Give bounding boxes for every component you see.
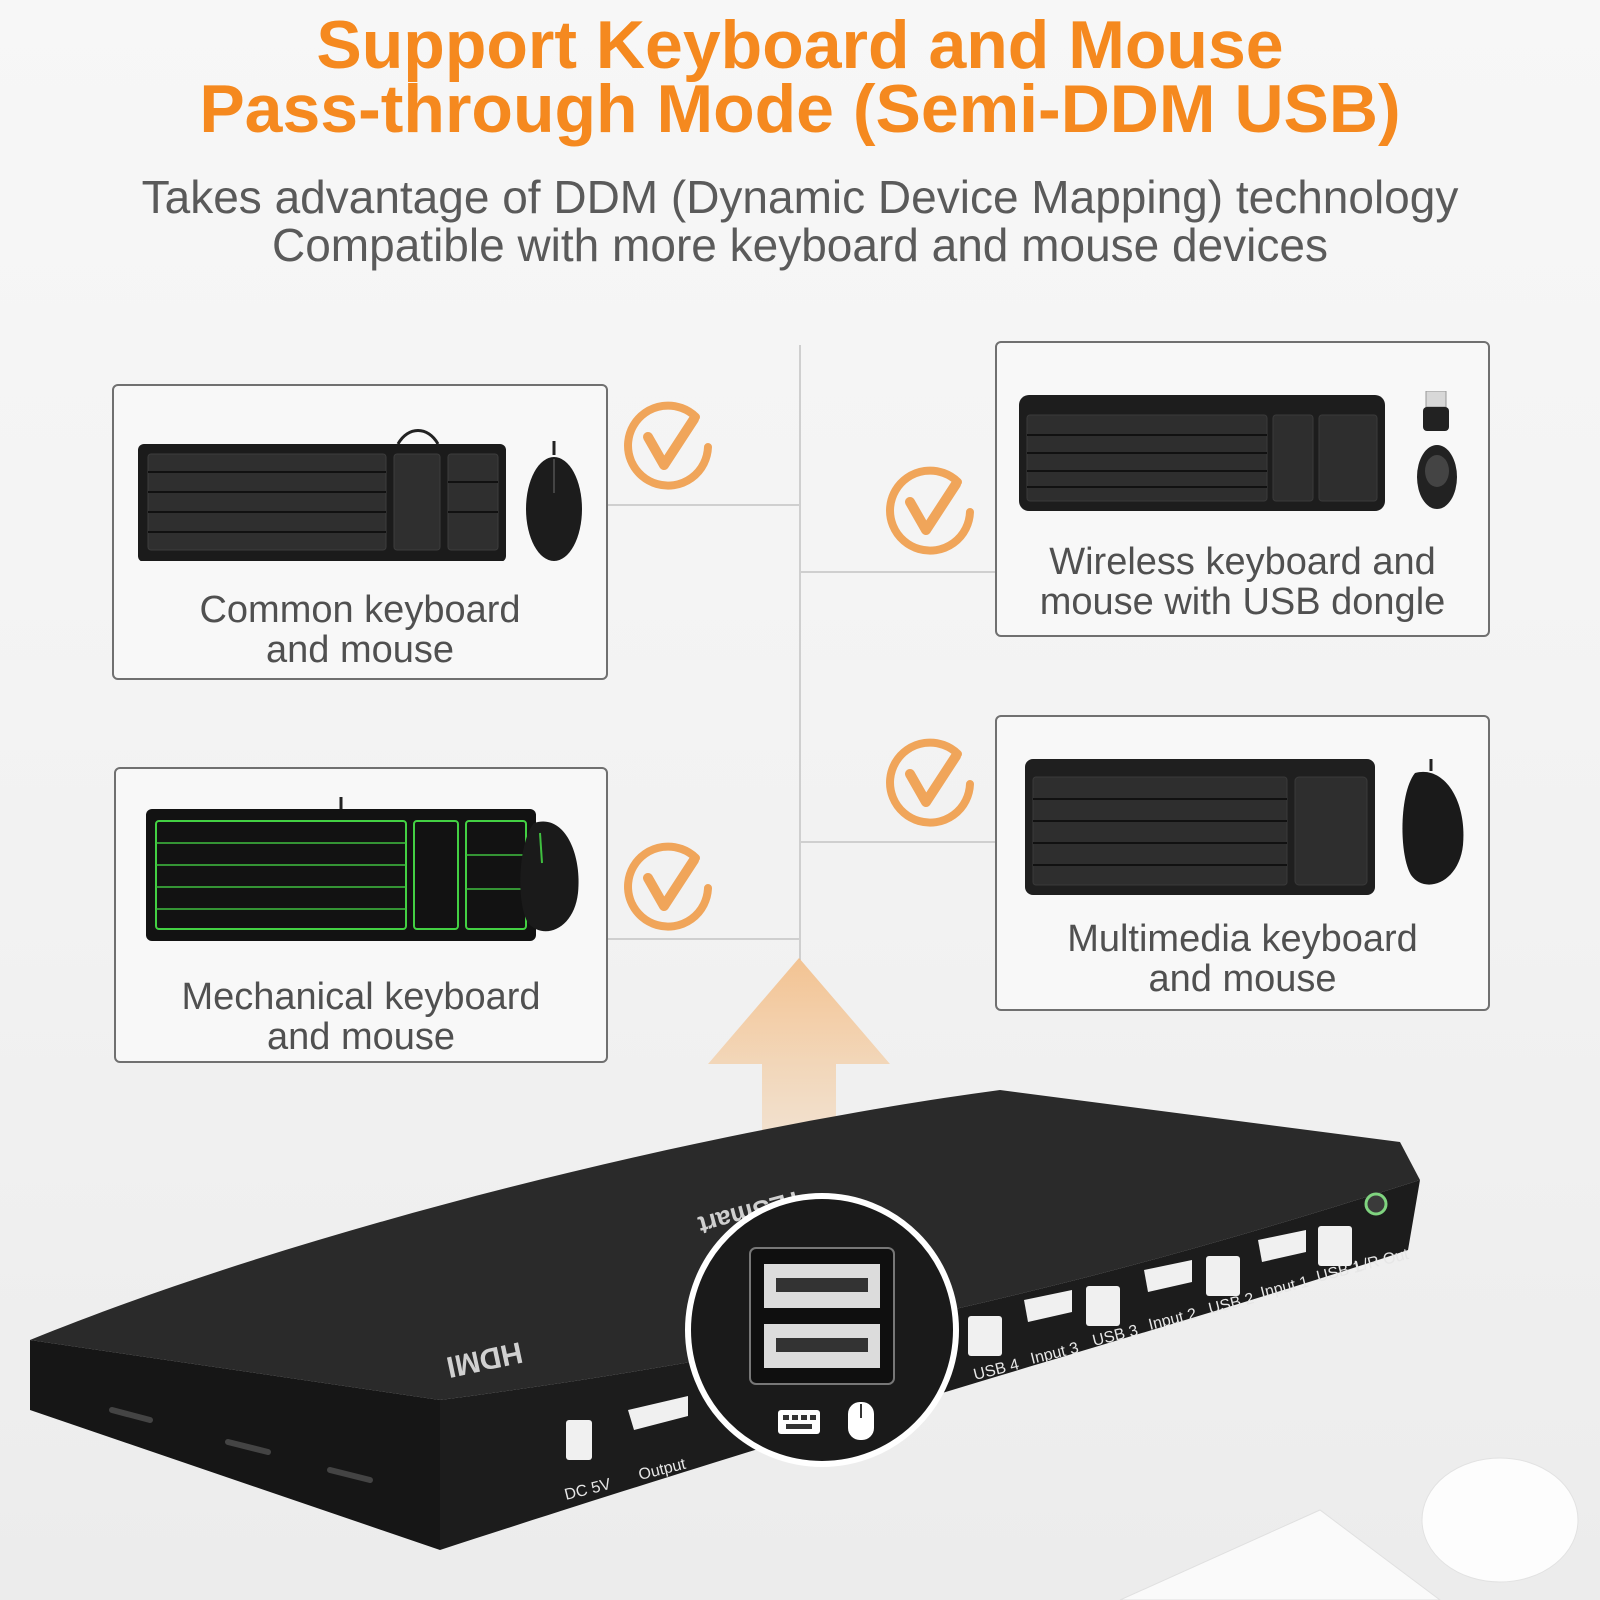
- subheading-line-2: Compatible with more keyboard and mouse …: [272, 219, 1328, 271]
- connector-bottom-left: [607, 938, 800, 940]
- card-caption-line-1: Common keyboard: [199, 589, 521, 631]
- card-caption-line-1: Mechanical keyboard: [181, 976, 541, 1018]
- card-caption-line-2: and mouse: [266, 1016, 455, 1058]
- card-caption-line-2: and mouse: [265, 629, 454, 671]
- check-icon: [886, 466, 974, 555]
- mouse-image: [520, 821, 579, 932]
- connector-bottom-right: [800, 841, 995, 843]
- usb-port-zoom: [685, 1193, 959, 1467]
- keyboard-image: [146, 797, 536, 941]
- check-icon: [624, 842, 712, 931]
- check-icon: [624, 401, 712, 490]
- subheading-line-1: Takes advantage of DDM (Dynamic Device M…: [141, 171, 1459, 223]
- card-caption-line-2: and mouse: [1148, 958, 1337, 1000]
- connector-top-left: [607, 504, 800, 506]
- usb-dongle-image: [1423, 391, 1449, 431]
- connector-vertical: [799, 345, 801, 960]
- card-multimedia-keyboard: Multimedia keyboard and mouse: [995, 715, 1490, 1011]
- mouse-image: [1417, 445, 1457, 509]
- keyboard-image: [1025, 759, 1375, 895]
- keyboard-image: [138, 429, 506, 561]
- card-wireless-keyboard: Wireless keyboard and mouse with USB don…: [995, 341, 1490, 637]
- mouse-image: [1402, 759, 1464, 885]
- card-caption-line-1: Wireless keyboard and: [1049, 541, 1436, 583]
- keyboard-icon: [778, 1410, 820, 1434]
- white-keyboard-image: [1119, 1457, 1579, 1600]
- kvm-switch-device: HDMI TESmart DC 5V Output USB 4 Input 3 …: [30, 1090, 1579, 1600]
- keyboard-image: [1019, 395, 1385, 511]
- card-common-keyboard: Common keyboard and mouse: [112, 384, 608, 680]
- card-caption-line-2: mouse with USB dongle: [1039, 581, 1446, 623]
- up-arrow-icon: [708, 958, 890, 1208]
- check-icon: [886, 738, 974, 827]
- mouse-image: [526, 441, 582, 561]
- mouse-icon: [848, 1402, 874, 1440]
- heading-line-2: Pass-through Mode (Semi-DDM USB): [199, 71, 1401, 147]
- card-mechanical-keyboard: Mechanical keyboard and mouse: [114, 767, 608, 1063]
- connector-top-right: [800, 571, 995, 573]
- card-caption-line-1: Multimedia keyboard: [1067, 918, 1418, 960]
- heading-line-1: Support Keyboard and Mouse: [316, 7, 1284, 83]
